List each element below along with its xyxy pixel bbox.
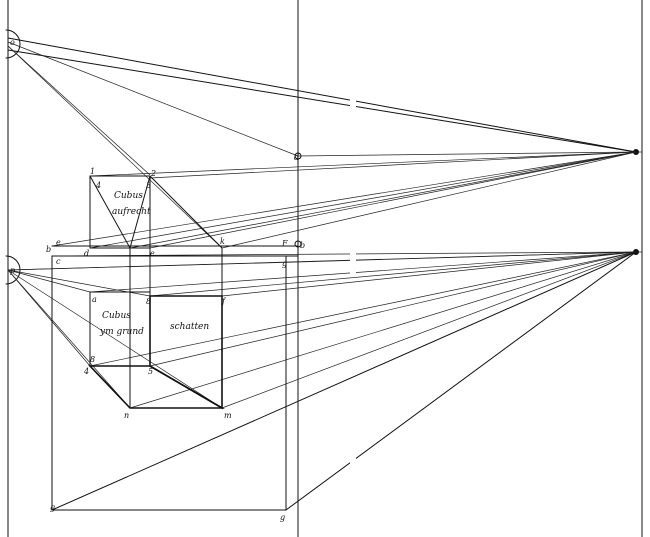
label-top-a: 1	[90, 167, 95, 176]
label-mid-e: e	[56, 238, 61, 247]
label-low-5: 5	[148, 367, 153, 376]
label-mid-dot: e	[150, 249, 155, 258]
label-mid-f: F	[281, 239, 288, 248]
point-labels: o p d b 1 3 2 4 b e c d e k F g a 8 f 8 …	[10, 38, 305, 522]
label-eye-upper: d	[294, 153, 299, 162]
label-arc-upper: o	[10, 38, 15, 47]
shadow-label-box	[168, 318, 208, 334]
label-low-4: 4	[83, 367, 89, 376]
upper-sight-lines	[7, 37, 637, 249]
label-bottom-right: g	[280, 513, 285, 522]
label-mid-c: c	[56, 257, 61, 266]
upper-cube	[51, 175, 299, 297]
upper-eye-arc	[5, 29, 21, 59]
caption-cube-upper-2: aufrecht	[112, 207, 151, 217]
captions: Cubus aufrecht Cubus ym grund schatten	[99, 191, 209, 337]
break-marks	[350, 90, 356, 470]
label-top-b: 3	[146, 181, 151, 190]
caption-cube-upper-1: Cubus	[114, 191, 143, 201]
label-mid-d: d	[84, 249, 89, 258]
label-mid-k: k	[220, 237, 225, 246]
label-mid-g: g	[282, 259, 287, 268]
upper-vp-rays	[51, 151, 637, 249]
label-low-8b: 8	[90, 355, 95, 364]
shadow-floor	[88, 365, 225, 409]
label-low-f: f	[221, 297, 227, 306]
frame-lines	[7, 0, 643, 537]
label-top-c: 2	[150, 169, 156, 178]
label-low-m: m	[224, 411, 232, 420]
frame-point-lower	[294, 240, 302, 248]
lower-vp-rays	[51, 251, 637, 511]
label-low-8: 8	[146, 297, 151, 306]
label-low-n: n	[124, 411, 129, 420]
caption-shadow: schatten	[170, 322, 209, 332]
label-left-b: b	[46, 245, 51, 254]
label-arc-lower: p	[10, 266, 15, 275]
caption-cube-lower-2: ym grund	[99, 327, 144, 337]
label-bottom-left: g	[50, 503, 55, 512]
label-top-d: 4	[95, 181, 101, 190]
upper-band	[51, 255, 299, 511]
frame-point-upper	[294, 152, 302, 160]
lower-cube	[88, 247, 225, 410]
caption-cube-lower-1: Cubus	[102, 311, 131, 321]
label-low-a: a	[92, 295, 97, 304]
label-eye-lower: b	[300, 241, 305, 250]
